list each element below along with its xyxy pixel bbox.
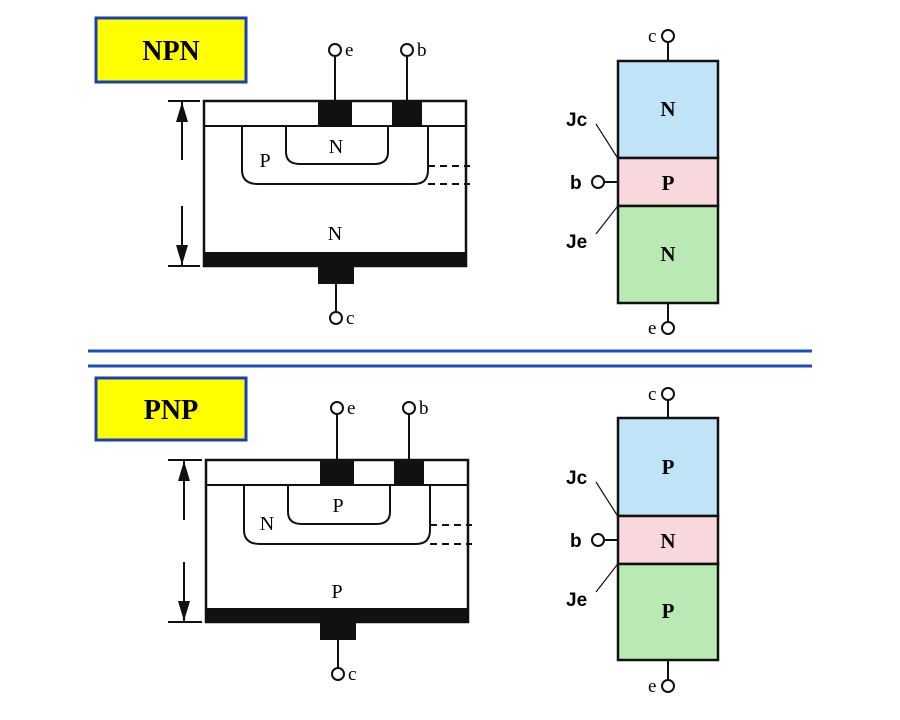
npn-section: N P N	[94, 16, 720, 339]
pnp-emitter-terminal-label: e	[347, 398, 355, 419]
pnp-emitter-region-label: P	[332, 495, 343, 517]
pnp-thickness-arrow	[168, 459, 202, 623]
pnp-collector-junction-label: Jc	[566, 468, 588, 489]
npn-thickness-arrow	[168, 100, 200, 267]
pnp-base-terminal-label: b	[419, 398, 429, 419]
npn-stack-collector-label: c	[648, 26, 656, 47]
pnp-stack-base-label: b	[570, 531, 582, 552]
npn-cross-section	[202, 43, 470, 325]
npn-stack-emitter-label: e	[648, 318, 656, 339]
npn-top-layer-label: N	[660, 97, 675, 121]
pnp-title-box: PNP	[94, 376, 248, 442]
pnp-layer-top	[616, 416, 720, 518]
pnp-bottom-layer-label: P	[662, 599, 675, 623]
pnp-middle-layer-label: N	[660, 529, 675, 553]
pnp-section: PNP P N	[94, 376, 720, 697]
npn-emitter-terminal-label: e	[345, 40, 353, 61]
npn-title: NPN	[142, 36, 200, 67]
npn-bottom-layer-label: N	[660, 242, 675, 266]
npn-stack-base-label: b	[570, 173, 582, 194]
npn-middle-layer-label: P	[662, 171, 675, 195]
npn-collector-terminal-label: c	[346, 308, 354, 329]
npn-emitter-region-label: N	[329, 136, 343, 158]
npn-base-terminal-label: b	[417, 40, 427, 61]
pnp-layer-stack	[591, 387, 720, 693]
pnp-base-region-label: N	[260, 513, 274, 535]
pnp-title: PNP	[144, 395, 198, 426]
pnp-stack-emitter-label: e	[648, 676, 656, 697]
npn-collector-junction-label: Jc	[566, 110, 588, 131]
npn-emitter-junction-label: Je	[566, 232, 587, 253]
pnp-top-layer-label: P	[662, 455, 675, 479]
npn-collector-region-label: N	[328, 223, 342, 245]
pnp-cross-section	[204, 401, 472, 681]
pnp-emitter-junction-label: Je	[566, 590, 587, 611]
pnp-collector-terminal-label: c	[348, 664, 356, 685]
section-divider	[88, 349, 812, 368]
pnp-layer-bottom	[616, 562, 720, 662]
pnp-stack-collector-label: c	[648, 384, 656, 405]
npn-base-region-label: P	[259, 150, 270, 172]
npn-title-box: NPN	[94, 16, 248, 84]
pnp-collector-region-label: P	[331, 581, 342, 603]
npn-layer-stack	[591, 29, 720, 335]
